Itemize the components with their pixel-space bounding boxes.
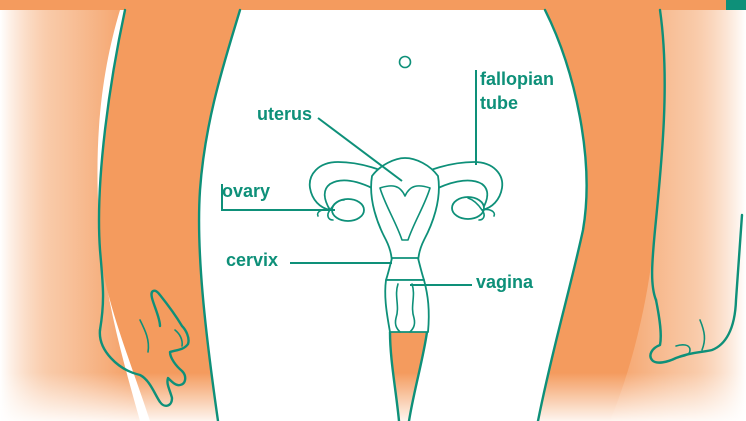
- navel: [400, 57, 411, 68]
- uterus-body: [371, 158, 439, 264]
- vagina-canal: [385, 280, 429, 332]
- fallopian-tube-label-line1: fallopian: [480, 69, 554, 89]
- ovary-label: ovary: [222, 181, 270, 201]
- top-right-teal-corner: [726, 0, 746, 10]
- uterus-label: uterus: [257, 104, 312, 124]
- fallopian-tube-label-line2: tube: [480, 93, 518, 113]
- cervix-shape: [386, 258, 424, 280]
- cervix-label: cervix: [226, 250, 278, 270]
- vagina-label: vagina: [476, 272, 534, 292]
- right-ovary: [452, 197, 484, 219]
- top-skin-band: [0, 0, 746, 10]
